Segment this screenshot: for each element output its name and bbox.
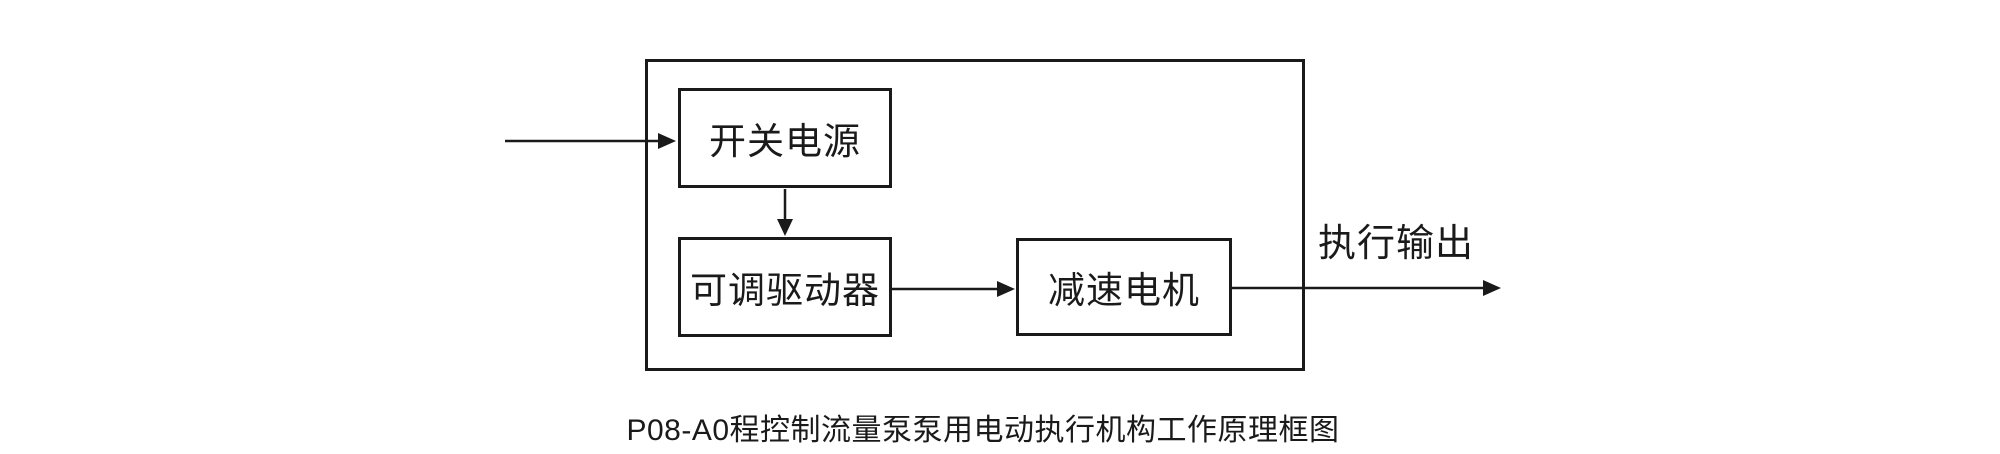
node-label-adjustable-driver: 可调驱动器 (690, 270, 880, 311)
figure-caption: P08-A0程控制流量泵泵用电动执行机构工作原理框图 (626, 414, 1340, 447)
input-arrowhead-icon (658, 133, 676, 149)
output-signal-label: 执行输出 (1317, 223, 1475, 265)
node-gear-motor: 减速电机 (1016, 238, 1232, 336)
driver-to-motor-arrowhead-icon (997, 281, 1015, 297)
node-label-switching-power-supply: 开关电源 (709, 121, 861, 162)
node-adjustable-driver: 可调驱动器 (678, 237, 892, 337)
node-switching-power-supply: 开关电源 (678, 88, 892, 188)
power-to-driver-arrowhead-icon (777, 219, 793, 236)
output-arrowhead-icon (1483, 280, 1501, 296)
node-label-gear-motor: 减速电机 (1048, 270, 1200, 311)
actuator-enclosure-box (645, 59, 1305, 371)
